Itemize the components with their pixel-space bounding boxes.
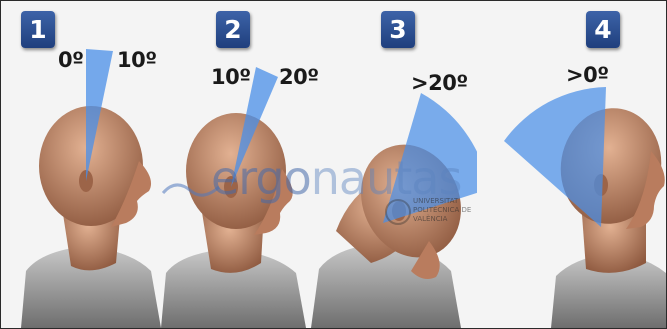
panel-4: 4 >0º xyxy=(496,1,667,328)
head-posture-figure-4 xyxy=(496,1,667,328)
angle-label-min: 0º xyxy=(58,48,83,72)
university-seal-icon xyxy=(385,199,411,225)
angle-sector xyxy=(504,87,606,227)
angle-label: >20º xyxy=(411,71,468,95)
brand-part-1: ergo xyxy=(211,151,311,205)
panel-number-badge: 4 xyxy=(586,11,620,48)
university-name: UNIVERSITAT POLITÈCNICA DE VALÈNCIA xyxy=(413,197,503,224)
panel-number-badge: 2 xyxy=(216,11,250,48)
panel-number-badge: 1 xyxy=(21,11,55,48)
panel-number-badge: 3 xyxy=(381,11,415,48)
angle-label-max: 10º xyxy=(117,48,157,72)
angle-label-min: 10º xyxy=(211,65,251,89)
panel-1: 1 0º 10º xyxy=(1,1,167,328)
angle-label: >0º xyxy=(566,63,609,87)
